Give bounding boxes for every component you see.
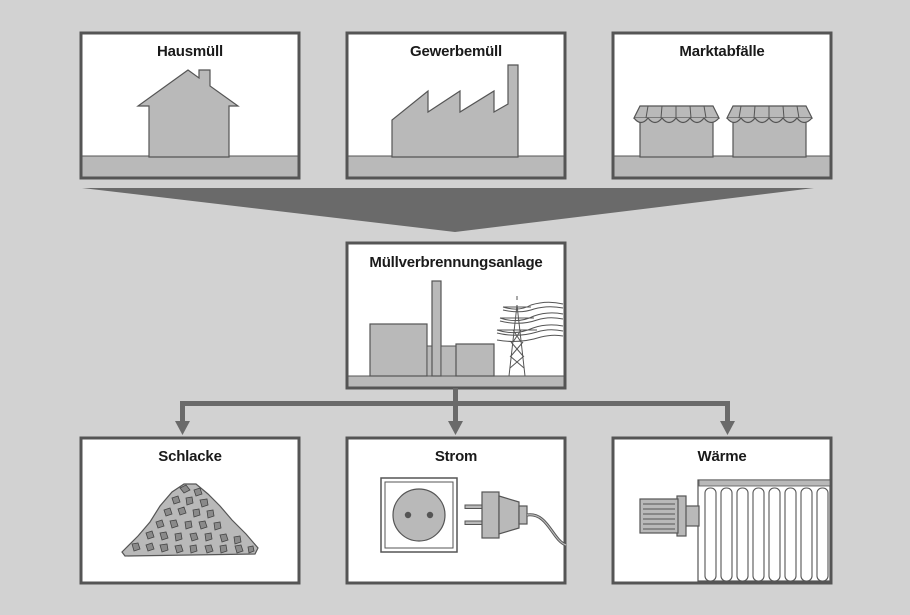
output-label-slag: Schlacke: [158, 448, 222, 465]
connector-tree: [175, 388, 735, 435]
power-pylon-icon: [496, 296, 564, 377]
plant-label: Müllverbrennungsanlage: [369, 254, 543, 271]
arrow-to-heat: [720, 421, 735, 435]
source-label-household: Hausmüll: [157, 43, 223, 60]
source-panel-commercial: [345, 31, 567, 180]
factory-icon: [391, 64, 519, 158]
output-panel-heat: [611, 436, 833, 585]
house-icon: [136, 69, 240, 158]
market-stalls-icon: [633, 105, 813, 158]
output-label-heat: Wärme: [697, 448, 747, 465]
arrow-to-slag: [175, 421, 190, 435]
output-label-power: Strom: [434, 448, 478, 465]
source-panel-market: [611, 31, 833, 180]
power-socket-plug-icon: [380, 477, 567, 553]
slag-pile-icon: [121, 483, 259, 557]
incineration-plant-icon: [369, 280, 495, 377]
output-panel-power: [345, 436, 567, 585]
arrow-to-power: [448, 421, 463, 435]
source-panel-household: [79, 31, 301, 180]
plant-panel: [345, 241, 567, 390]
output-panel-slag: [79, 436, 301, 585]
source-label-commercial: Gewerbemüll: [410, 43, 502, 60]
source-label-market: Marktabfälle: [679, 43, 765, 60]
radiator-icon: [639, 479, 831, 582]
funnel-shape: [82, 188, 814, 232]
